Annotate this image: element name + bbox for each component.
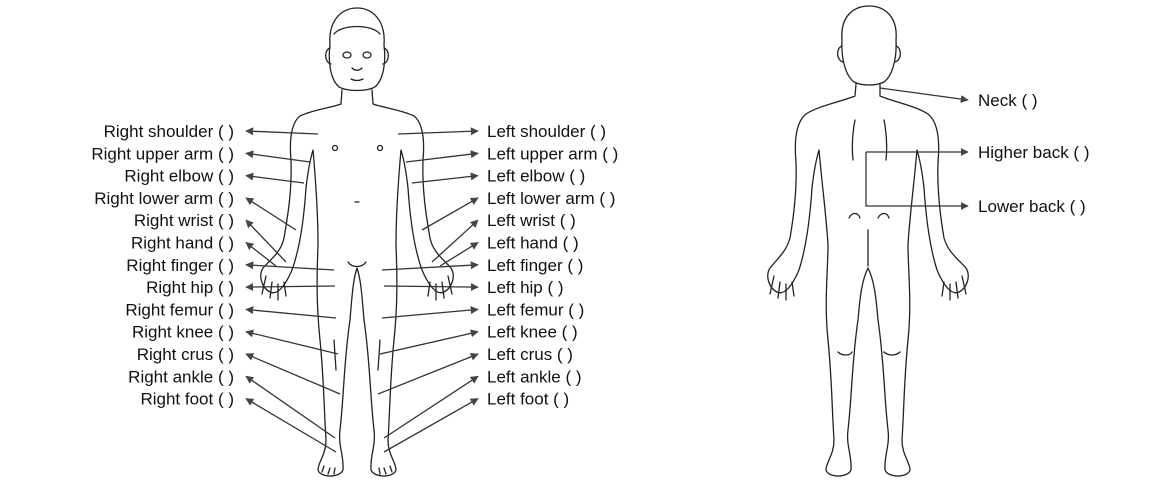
lower-back-label: Lower back ( ) bbox=[978, 197, 1086, 216]
right-finger-arrow bbox=[246, 265, 334, 270]
right-crus-label: Right crus ( ) bbox=[137, 345, 234, 364]
higher-back-label: Higher back ( ) bbox=[978, 143, 1089, 162]
left-shoulder-arrow bbox=[398, 131, 478, 134]
neck-arrow bbox=[880, 88, 968, 100]
right-hand-label: Right hand ( ) bbox=[131, 234, 234, 253]
right-wrist-label: Right wrist ( ) bbox=[134, 211, 234, 230]
right-foot-label: Right foot ( ) bbox=[140, 390, 234, 409]
neck-label: Neck ( ) bbox=[978, 91, 1038, 110]
right-finger-label: Right finger ( ) bbox=[126, 256, 234, 275]
right-femur-arrow bbox=[246, 309, 336, 318]
left-crus-arrow bbox=[378, 354, 478, 394]
right-crus-arrow bbox=[246, 354, 340, 394]
right-elbow-arrow bbox=[246, 176, 304, 183]
left-foot-label: Left foot ( ) bbox=[487, 390, 569, 409]
right-lower-arm-label: Right lower arm ( ) bbox=[94, 189, 234, 208]
right-upper-arm-arrow bbox=[246, 153, 310, 162]
left-finger-label: Left finger ( ) bbox=[487, 256, 583, 275]
left-lower-arm-label: Left lower arm ( ) bbox=[487, 189, 615, 208]
back-body-figure bbox=[768, 6, 968, 482]
right-knee-arrow bbox=[246, 332, 338, 354]
right-shoulder-label: Right shoulder ( ) bbox=[104, 122, 234, 141]
right-ankle-label: Right ankle ( ) bbox=[128, 367, 234, 386]
right-femur-label: Right femur ( ) bbox=[125, 300, 234, 319]
left-hand-label: Left hand ( ) bbox=[487, 234, 579, 253]
left-wrist-arrow bbox=[432, 220, 478, 262]
left-hip-arrow bbox=[384, 286, 478, 287]
right-wrist-arrow bbox=[246, 220, 286, 262]
right-hip-arrow bbox=[246, 286, 335, 287]
right-elbow-label: Right elbow ( ) bbox=[124, 167, 234, 186]
left-ankle-label: Left ankle ( ) bbox=[487, 367, 582, 386]
left-upper-arm-arrow bbox=[406, 153, 478, 162]
right-shoulder-arrow bbox=[246, 131, 318, 134]
right-hip-label: Right hip ( ) bbox=[146, 278, 234, 297]
left-crus-label: Left crus ( ) bbox=[487, 345, 573, 364]
left-wrist-label: Left wrist ( ) bbox=[487, 211, 576, 230]
left-elbow-arrow bbox=[412, 176, 478, 183]
left-hip-label: Left hip ( ) bbox=[487, 278, 564, 297]
right-upper-arm-label: Right upper arm ( ) bbox=[91, 144, 234, 163]
right-foot-arrow bbox=[246, 399, 336, 452]
left-elbow-label: Left elbow ( ) bbox=[487, 167, 585, 186]
left-shoulder-label: Left shoulder ( ) bbox=[487, 122, 606, 141]
right-knee-label: Right knee ( ) bbox=[132, 323, 234, 342]
left-lower-arm-arrow bbox=[422, 198, 478, 230]
left-upper-arm-label: Left upper arm ( ) bbox=[487, 144, 618, 163]
left-femur-label: Left femur ( ) bbox=[487, 300, 584, 319]
left-knee-label: Left knee ( ) bbox=[487, 323, 578, 342]
left-hand-arrow bbox=[440, 243, 478, 267]
